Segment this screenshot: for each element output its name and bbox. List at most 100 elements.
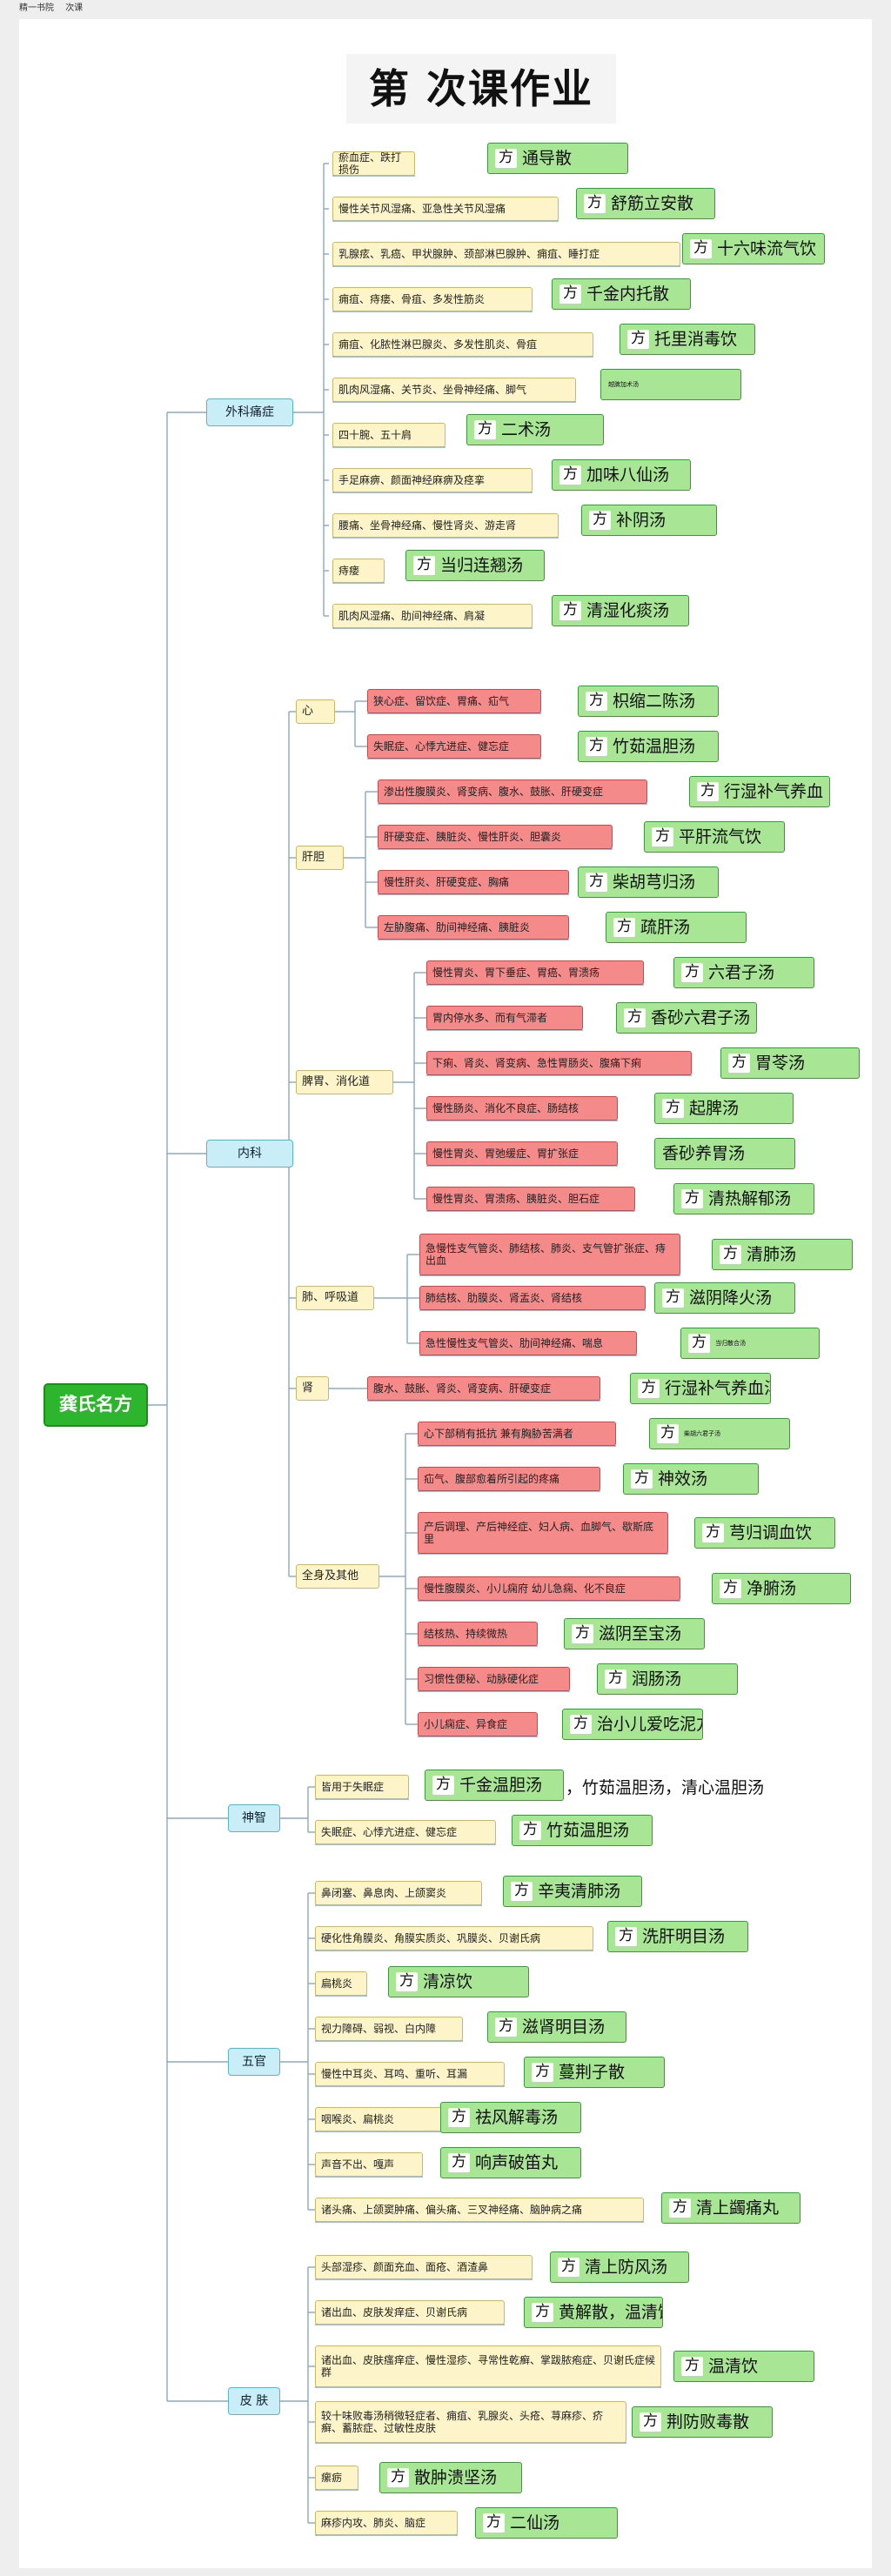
category-node[interactable]: 五官 (228, 2048, 280, 2076)
symptom-node: 腰痛、坐骨神经痛、慢性肾炎、游走肾 (332, 513, 559, 538)
remedy-node[interactable]: 方行湿补气养血汤 (630, 1373, 771, 1404)
remedy-node[interactable]: 方千金温胆汤 (425, 1770, 564, 1801)
category-node[interactable]: 皮 肤 (228, 2387, 280, 2415)
symptom-node: 慢性中耳炎、耳鸣、重听、耳漏 (315, 2062, 505, 2086)
remedy-node[interactable]: 方竹茹温胆汤 (512, 1815, 653, 1846)
remedy-node[interactable]: 越脾加术汤 (600, 369, 741, 400)
remedy-node[interactable]: 方清上防风汤 (550, 2251, 689, 2283)
remedy-node[interactable]: 方起脾汤 (654, 1093, 794, 1124)
remedy-node[interactable]: 方竹茹温胆汤 (578, 731, 719, 762)
symptom-node: 诸出血、皮肤发痒症、贝谢氏病 (315, 2300, 505, 2325)
remedy-node[interactable]: 方黄解散，温清饮 (524, 2297, 663, 2328)
remedy-node[interactable]: 方通导散 (487, 143, 628, 174)
remedy-node[interactable]: 方二仙汤 (475, 2507, 618, 2539)
remedy-node[interactable]: 方散肿溃坚汤 (379, 2462, 522, 2493)
remedy-node[interactable]: 方清热解郁汤 (673, 1183, 814, 1214)
remedy-name: 清上蠲痛丸 (696, 2198, 780, 2218)
remedy-node[interactable]: 方滋肾明目汤 (487, 2011, 626, 2043)
remedy-node[interactable]: 方响声破笛丸 (440, 2147, 581, 2178)
remedy-node[interactable]: 方柴胡六君子汤 (649, 1418, 790, 1449)
remedy-name: 治小儿爱吃泥方 (597, 1714, 703, 1734)
subcategory-node[interactable]: 脾胃、消化道 (296, 1070, 393, 1094)
remedy-prefix: 方 (586, 737, 607, 756)
symptom-node: 慢性胃炎、胃溃疡、胰脏炎、胆石症 (426, 1187, 635, 1211)
subcategory-node[interactable]: 全身及其他 (296, 1564, 379, 1589)
category-node[interactable]: 外科痛症 (206, 398, 293, 426)
remedy-node[interactable]: 方行湿补气养血 (689, 776, 830, 807)
remedy-node[interactable]: 方二术汤 (466, 414, 604, 445)
remedy-node[interactable]: 方十六味流气饮 (682, 233, 825, 264)
subcategory-node[interactable]: 心 (296, 699, 335, 724)
remedy-node[interactable]: 方胃苓汤 (720, 1047, 860, 1079)
remedy-prefix: 方 (669, 2198, 691, 2218)
subcategory-node[interactable]: 肺、呼吸道 (296, 1286, 374, 1310)
symptom-node: 视力障碍、弱视、白内障 (315, 2017, 463, 2041)
remedy-node[interactable]: 方润肠汤 (597, 1663, 738, 1695)
remedy-node[interactable]: 方滋阴至宝汤 (564, 1618, 705, 1649)
remedy-node[interactable]: 方祛风解毒汤 (440, 2102, 581, 2133)
remedy-name: 柴胡六君子汤 (684, 1429, 720, 1437)
remedy-node[interactable]: 方清湿化痰汤 (552, 595, 689, 626)
remedy-prefix: 方 (631, 1469, 653, 1489)
symptom-node: 失眠症、心悸亢进症、健忘症 (315, 1820, 496, 1844)
remedy-node[interactable]: 方千金内托散 (552, 278, 691, 310)
remedy-node[interactable]: 方洗肝明目汤 (607, 1921, 748, 1952)
remedy-node[interactable]: 方加味八仙汤 (552, 459, 691, 491)
subcategory-node[interactable]: 肾 (296, 1376, 329, 1401)
remedy-prefix: 方 (681, 1189, 703, 1208)
remedy-node[interactable]: 方清上蠲痛丸 (661, 2192, 801, 2224)
remedy-name: 蔓荆子散 (559, 2062, 626, 2082)
symptom-node: 诸头痛、上颌窦肿痛、偏头痛、三叉神经痛、脑肿病之痛 (315, 2198, 644, 2222)
symptom-node: 瘀血症、跌打损伤 (332, 151, 415, 176)
remedy-node[interactable]: 方蔓荆子散 (524, 2057, 665, 2088)
remedy-node[interactable]: 方当归散合汤 (680, 1328, 820, 1359)
remedy-node[interactable]: 方治小儿爱吃泥方 (562, 1709, 703, 1740)
remedy-node[interactable]: 方净腑汤 (712, 1573, 851, 1604)
remedy-node[interactable]: 方平肝流气饮 (644, 821, 785, 853)
remedy-name: 滋阴降火汤 (689, 1288, 773, 1308)
remedy-node[interactable]: 方托里消毒饮 (620, 324, 755, 355)
remedy-node[interactable]: 方神效汤 (623, 1463, 759, 1495)
remedy-prefix: 方 (519, 1821, 541, 1840)
remedy-prefix: 方 (532, 2063, 553, 2082)
remedy-node[interactable]: 方柴胡芎归汤 (578, 866, 719, 898)
symptom-node: 鼻闭塞、鼻息肉、上颌窦炎 (315, 1881, 482, 1905)
tab-1[interactable]: 精一书院 (19, 3, 54, 13)
remedy-name: 越脾加术汤 (608, 380, 639, 388)
remedy-node[interactable]: 方香砂六君子汤 (616, 1002, 757, 1034)
remedy-node[interactable]: 香砂养胃汤 (654, 1138, 795, 1169)
remedy-node[interactable]: 方当归连翘汤 (405, 550, 545, 581)
symptom-node: 腹水、鼓胀、肾炎、肾变病、肝硬变症 (367, 1376, 600, 1401)
root-node[interactable]: 龚氏名方 (44, 1383, 148, 1427)
remedy-name: 荆防败毒散 (667, 2412, 750, 2432)
remedy-node[interactable]: 方六君子汤 (673, 957, 814, 988)
remedy-name: 六君子汤 (708, 962, 775, 982)
remedy-node[interactable]: 方温清饮 (673, 2351, 814, 2382)
remedy-node[interactable]: 方补阴汤 (581, 505, 717, 536)
category-node[interactable]: 神智 (228, 1804, 280, 1832)
remedy-node[interactable]: 方舒筋立安散 (576, 188, 715, 219)
remedy-node[interactable]: 方疏肝汤 (606, 912, 747, 943)
symptom-node: 麻疹内攻、肺炎、脑症 (315, 2511, 458, 2535)
category-node[interactable]: 内科 (206, 1140, 293, 1168)
symptom-node: 诸出血、皮肤瘙痒症、慢性湿疹、寻常性乾癣、掌跋脓疱症、贝谢氏症候群 (315, 2345, 661, 2387)
remedy-name: 清湿化痰汤 (586, 600, 670, 620)
remedy-prefix: 方 (474, 420, 496, 439)
remedy-node[interactable]: 方清凉饮 (388, 1966, 529, 1997)
tab-2[interactable]: 次课 (65, 3, 84, 13)
symptom-node: 较十味败毒汤稍微轻症者、痈疽、乳腺炎、头疮、荨麻疹、疥癣、蓄脓症、过敏性皮肤 (315, 2401, 626, 2443)
symptom-node: 左胁腹痛、肋间神经痛、胰脏炎 (378, 915, 569, 940)
page-title: 第 次课作业 (346, 54, 616, 124)
remedy-node[interactable]: 方清肺汤 (712, 1239, 853, 1270)
symptom-node: 慢性腹膜炎、小儿痫府 幼儿急痫、化不良症 (418, 1576, 680, 1601)
remedy-name: 二术汤 (501, 419, 552, 439)
remedy-node[interactable]: 方滋阴降火汤 (654, 1282, 795, 1314)
remedy-node[interactable]: 方芎归调血饮 (694, 1517, 835, 1549)
subcategory-node[interactable]: 肝胆 (296, 846, 344, 870)
remedy-name: 行湿补气养血汤 (665, 1378, 771, 1398)
symptom-node: 乳腺痃、乳癌、甲状腺肿、颈部淋巴腺肿、痈疽、睡打症 (332, 242, 680, 266)
remedy-name: 香砂养胃汤 (662, 1143, 746, 1163)
remedy-node[interactable]: 方辛夷清肺汤 (503, 1876, 642, 1907)
remedy-node[interactable]: 方枳缩二陈汤 (578, 686, 719, 717)
remedy-node[interactable]: 方荆防败毒散 (632, 2406, 773, 2438)
